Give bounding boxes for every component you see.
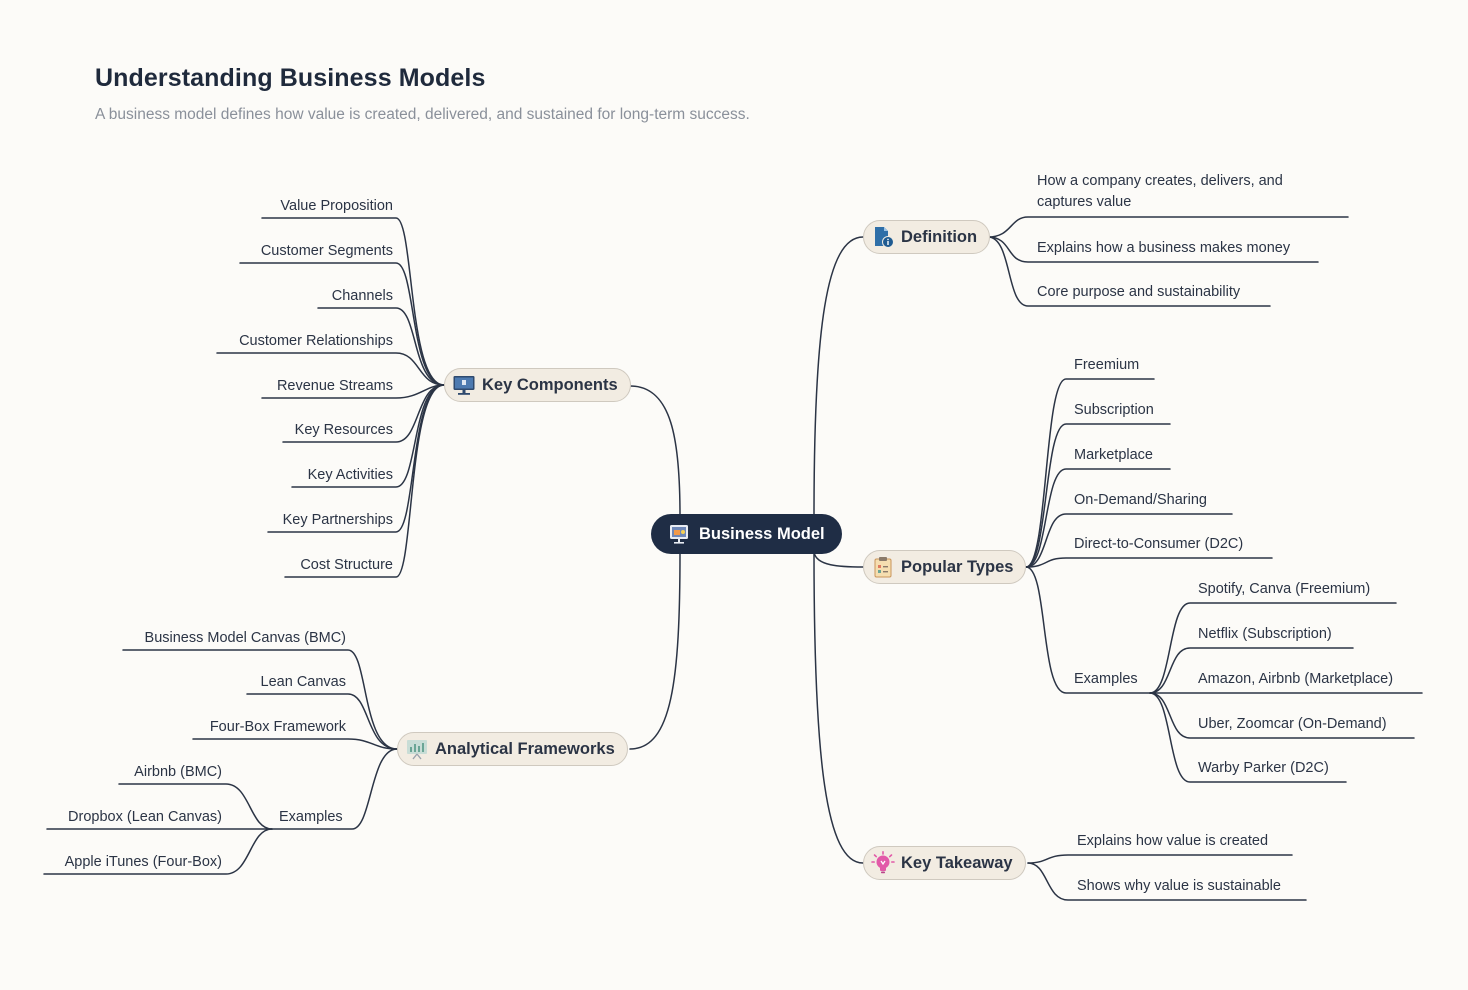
leaf-definition-makes-money[interactable]: Explains how a business makes money: [1037, 240, 1291, 256]
leaf-value-proposition[interactable]: Value Proposition: [280, 198, 393, 214]
leaf-example-uber-zoomcar[interactable]: Uber, Zoomcar (On-Demand): [1198, 716, 1387, 732]
leaf-four-box-framework[interactable]: Four-Box Framework: [209, 719, 346, 735]
link-center-key-components: [629, 385, 681, 517]
leaf-definition-creates-delivers[interactable]: How a company creates, delivers, and cap…: [1037, 173, 1283, 210]
node-definition[interactable]: Definition: [863, 220, 991, 254]
link-center-definition: [813, 236, 864, 517]
pt-examples-links: [1149, 602, 1423, 783]
analytical-frameworks-links: [122, 649, 398, 830]
document-info-icon: [875, 227, 894, 248]
leaf-type-d2c[interactable]: Direct-to-Consumer (D2C): [1074, 536, 1244, 552]
leaf-type-on-demand[interactable]: On-Demand/Sharing: [1074, 492, 1207, 508]
key-components-links: [216, 217, 445, 578]
leaf-customer-segments[interactable]: Customer Segments: [260, 243, 393, 259]
leaf-channels[interactable]: Channels: [331, 288, 393, 304]
node-key-takeaway[interactable]: Key Takeaway: [863, 846, 1026, 880]
leaf-cost-structure[interactable]: Cost Structure: [300, 557, 393, 573]
node-label: Analytical Frameworks: [435, 739, 615, 758]
leaf-revenue-streams[interactable]: Revenue Streams: [276, 378, 393, 394]
leaf-example-netflix[interactable]: Netflix (Subscription): [1198, 626, 1332, 642]
chart-board-icon: [407, 740, 427, 760]
central-node-label: Business Model: [699, 524, 825, 543]
leaf-type-freemium[interactable]: Freemium: [1074, 357, 1140, 373]
leaf-takeaway-value-created[interactable]: Explains how value is created: [1077, 833, 1269, 849]
leaf-key-resources[interactable]: Key Resources: [294, 422, 393, 438]
leaf-example-apple-itunes[interactable]: Apple iTunes (Four-Box): [64, 854, 222, 870]
af-examples-links: [43, 783, 273, 875]
leaf-example-amazon-airbnb[interactable]: Amazon, Airbnb (Marketplace): [1198, 671, 1394, 687]
node-analytical-frameworks[interactable]: Analytical Frameworks: [397, 732, 628, 766]
presentation-icon: [670, 525, 688, 544]
link-center-analytical-frameworks: [629, 551, 681, 750]
link-center-key-takeaway: [813, 551, 864, 864]
leaf-takeaway-value-sustainable[interactable]: Shows why value is sustainable: [1077, 878, 1281, 894]
leaf-lean-canvas[interactable]: Lean Canvas: [260, 674, 346, 690]
leaf-example-airbnb-bmc[interactable]: Airbnb (BMC): [134, 764, 222, 780]
key-takeaway-links: [1027, 854, 1307, 901]
node-label: Popular Types: [901, 557, 1014, 576]
leaf-af-examples[interactable]: Examples: [279, 809, 343, 825]
leaf-pt-examples[interactable]: Examples: [1074, 671, 1138, 687]
node-popular-types[interactable]: Popular Types: [863, 550, 1027, 584]
page-title: Understanding Business Models: [95, 64, 486, 92]
node-label: Key Takeaway: [901, 853, 1013, 872]
node-label: Key Components: [482, 375, 618, 394]
lightbulb-icon: [871, 851, 895, 874]
link-center-popular-types: [813, 551, 864, 568]
leaf-customer-relationships[interactable]: Customer Relationships: [239, 333, 393, 349]
leaf-type-subscription[interactable]: Subscription: [1074, 402, 1154, 418]
leaf-type-marketplace[interactable]: Marketplace: [1074, 447, 1153, 463]
definition-links: [987, 216, 1349, 307]
leaf-definition-core-purpose[interactable]: Core purpose and sustainability: [1037, 284, 1241, 300]
leaf-example-spotify-canva[interactable]: Spotify, Canva (Freemium): [1198, 581, 1371, 597]
node-key-components[interactable]: Key Components: [444, 368, 631, 402]
leaf-business-model-canvas[interactable]: Business Model Canvas (BMC): [144, 630, 346, 646]
popular-types-links: [1025, 378, 1273, 694]
leaf-key-activities[interactable]: Key Activities: [307, 467, 393, 483]
leaf-example-warby-parker[interactable]: Warby Parker (D2C): [1198, 760, 1329, 776]
monitor-icon: [453, 376, 475, 395]
page-subtitle: A business model defines how value is cr…: [95, 106, 750, 123]
leaf-key-partnerships[interactable]: Key Partnerships: [282, 512, 393, 528]
leaf-example-dropbox[interactable]: Dropbox (Lean Canvas): [68, 809, 222, 825]
clipboard-icon: [874, 557, 892, 578]
node-label: Definition: [901, 227, 978, 246]
central-node-business-model[interactable]: Business Model: [651, 514, 842, 554]
